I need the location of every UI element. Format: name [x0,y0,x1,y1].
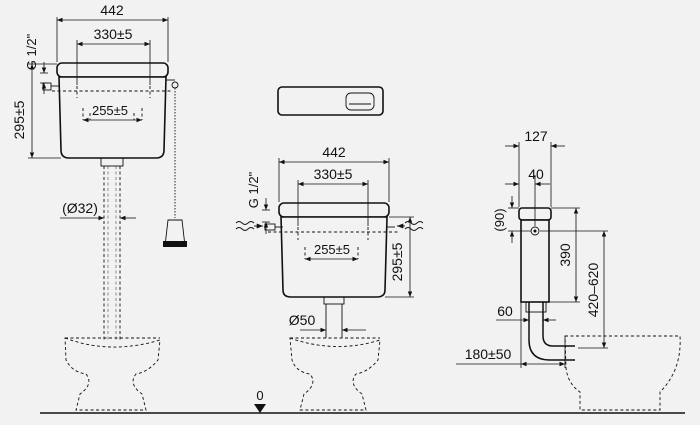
left-toilet [64,337,161,411]
middle-pipe-diameter-label: Ø50 [289,312,316,328]
middle-thread-label: G 1/2" [246,171,261,208]
floor-zero-marker: 0 [254,388,266,413]
side-offset-label: 40 [528,166,544,182]
side-inlet-height-label: (90) [492,208,507,231]
left-dimensions: 442 330±5 255±5 295±5 G 1/2" (Ø32) [11,2,169,221]
side-dimensions: 127 40 (90) 390 420–620 60 [456,128,608,368]
side-pipe-projection-label: 60 [497,303,513,319]
left-height-label: 295±5 [11,100,27,139]
left-inlet-spacing-label: 330±5 [94,26,133,42]
left-view: 442 330±5 255±5 295±5 G 1/2" (Ø32) [11,2,187,411]
side-mount-range-label: 420–620 [585,263,601,318]
left-width-label: 442 [100,2,124,18]
middle-height-label: 295±5 [389,242,405,281]
side-tank-height-label: 390 [557,243,573,267]
side-bowl-distance-label: 180±50 [465,346,512,362]
middle-outlet-spacing-label: 255±5 [314,242,350,257]
middle-toilet [289,337,381,411]
middle-dimensions: 442 330±5 255±5 295±5 G 1/2" Ø50 [246,144,414,333]
push-button-plate [277,86,384,116]
left-cistern [42,62,179,167]
side-view: 127 40 (90) 390 420–620 60 [456,128,681,411]
floor-zero-label: 0 [256,388,263,403]
pull-chain [163,88,187,247]
left-pipe-diameter-label: (Ø32) [62,200,98,216]
left-thread-label: G 1/2" [24,33,39,70]
side-depth-label: 127 [524,128,548,144]
middle-inlet-spacing-label: 330±5 [314,166,353,182]
left-outlet-spacing-label: 255±5 [92,103,128,118]
side-toilet [564,335,681,411]
middle-width-label: 442 [322,144,346,160]
middle-view: 442 330±5 255±5 295±5 G 1/2" Ø50 [235,144,424,411]
left-flush-pipe [103,166,121,342]
